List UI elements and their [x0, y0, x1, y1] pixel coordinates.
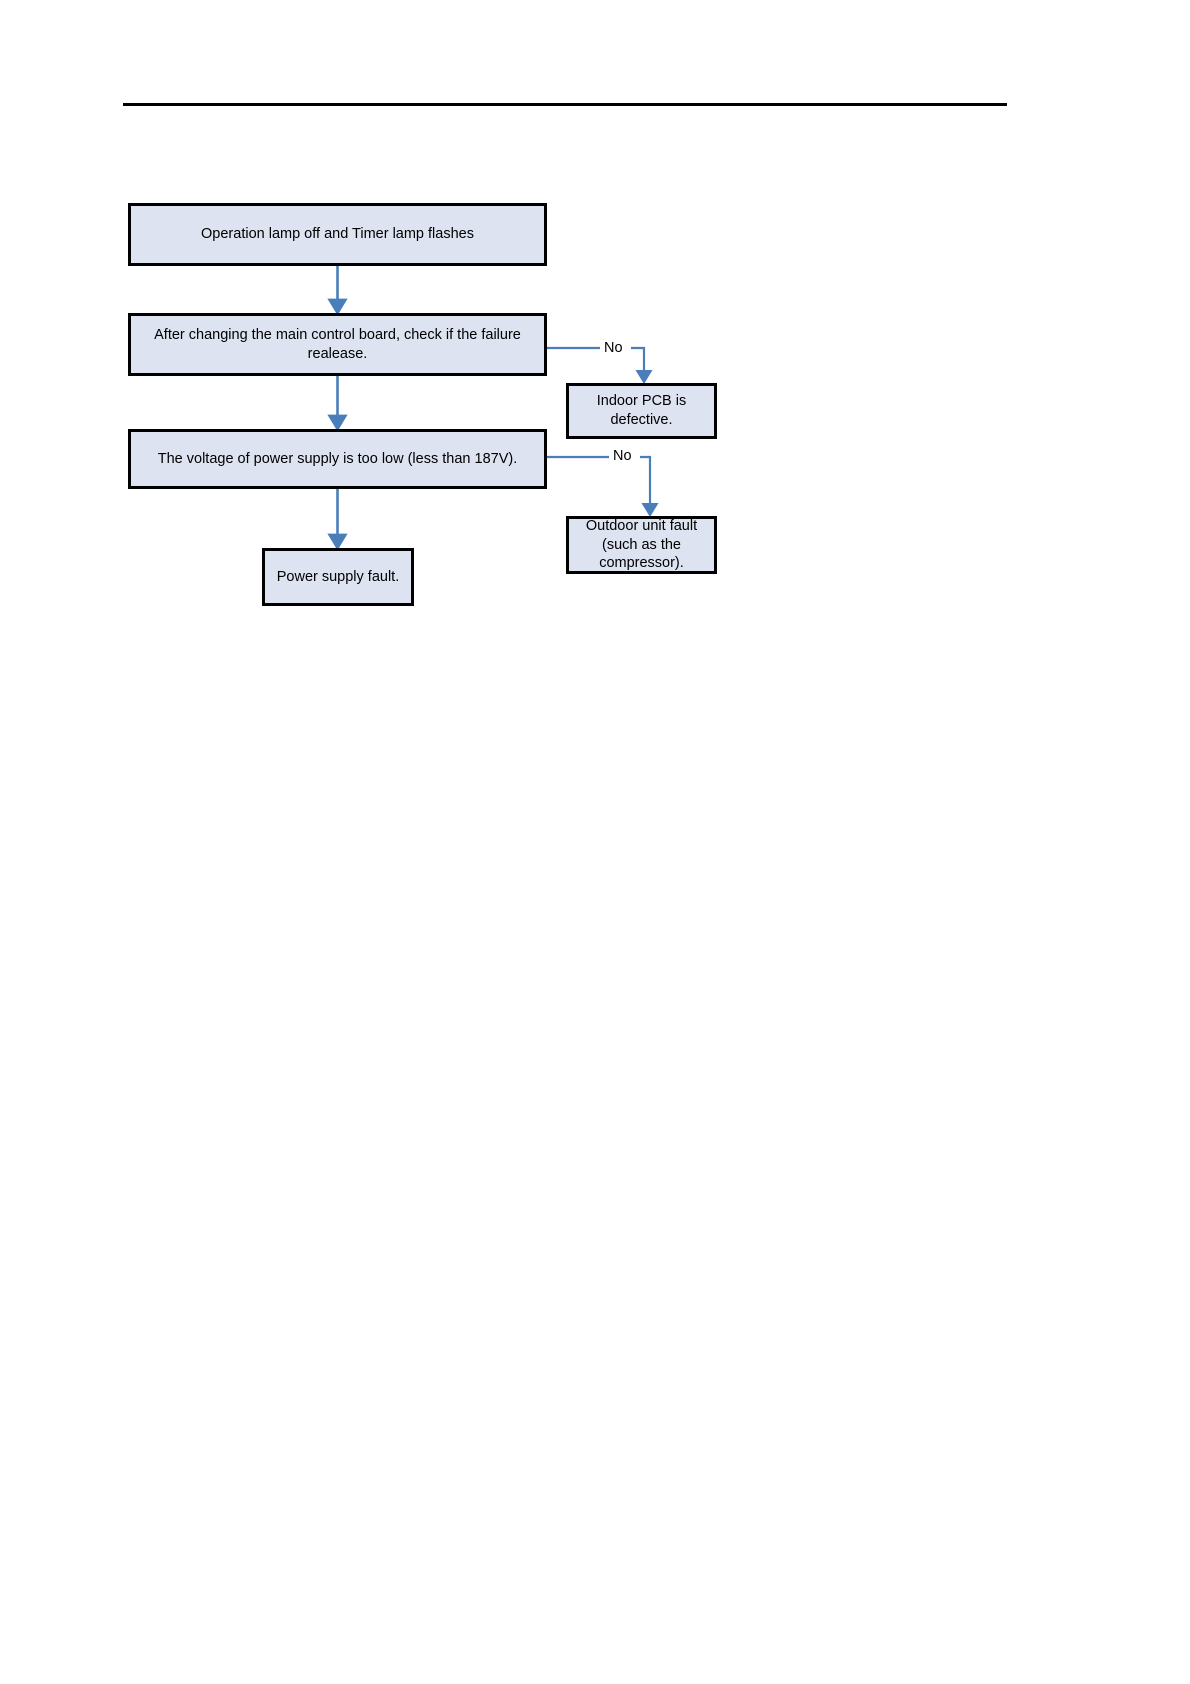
- edge-voltage-to-outdoor-tail: [640, 455, 659, 518]
- flow-node-start-label: Operation lamp off and Timer lamp flashe…: [201, 226, 474, 243]
- flow-node-power-supply-fault[interactable]: Power supply fault.: [262, 548, 414, 606]
- flow-node-voltage-too-low[interactable]: The voltage of power supply is too low (…: [128, 429, 547, 489]
- flow-node-start[interactable]: Operation lamp off and Timer lamp flashe…: [128, 203, 547, 266]
- flow-node-voltage-too-low-label: The voltage of power supply is too low (…: [157, 450, 518, 467]
- edge-label-no-indoor-pcb: No: [602, 340, 625, 356]
- flow-node-outdoor-unit-fault[interactable]: Outdoor unit fault (such as the compress…: [566, 516, 717, 574]
- edge-label-no-outdoor-unit: No: [611, 448, 634, 464]
- flow-node-outdoor-unit-fault-label: Outdoor unit fault (such as the compress…: [585, 518, 698, 572]
- flow-node-power-supply-fault-label: Power supply fault.: [276, 568, 400, 585]
- flow-node-check-failure-release-label: After changing the main control board, c…: [154, 326, 521, 362]
- flowchart-diagram: Operation lamp off and Timer lamp flashe…: [0, 0, 1190, 700]
- flow-node-check-failure-release[interactable]: After changing the main control board, c…: [128, 313, 547, 376]
- flow-node-indoor-pcb-defective-label: Indoor PCB is defective.: [596, 393, 687, 428]
- page-header-rule: [123, 103, 1007, 106]
- edge-check-to-pcb-tail: [631, 346, 653, 385]
- flow-node-indoor-pcb-defective[interactable]: Indoor PCB is defective.: [566, 383, 717, 439]
